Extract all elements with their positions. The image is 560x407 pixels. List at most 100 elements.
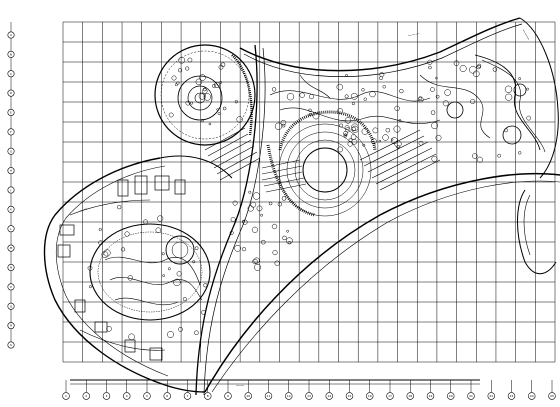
axis-bubble-label: G [10, 149, 13, 153]
axis-bubble-label: 19 [429, 394, 433, 398]
tree-symbol [124, 231, 130, 237]
axis-bubble [7, 244, 15, 252]
tree-symbol [161, 252, 165, 256]
tree-symbol [339, 123, 344, 128]
axis-bubble [507, 392, 516, 400]
axis-bubble [386, 392, 394, 400]
tree-symbol [379, 76, 383, 81]
axis-bubble [447, 392, 455, 400]
axis-bubble-label: 11 [267, 394, 271, 398]
tree-symbol [312, 112, 320, 120]
tree-symbol [459, 65, 467, 72]
axis-bubble [548, 392, 556, 400]
tree-symbol [286, 229, 289, 233]
tree-symbol [418, 140, 424, 146]
axis-bubble [204, 392, 212, 400]
tree-symbol [351, 138, 358, 145]
axis-bubble-label: N [10, 266, 12, 270]
axis-bubble-label: E [10, 111, 12, 115]
tree-symbol [176, 271, 182, 277]
tree-symbol [173, 278, 181, 287]
tree-symbol [337, 146, 344, 153]
tree-symbol [176, 81, 180, 85]
tree-symbol [200, 119, 204, 123]
axis-bubble-label: H [10, 169, 12, 173]
tree-symbol [351, 123, 359, 131]
tree-symbol [308, 94, 315, 100]
axis-bubble [7, 205, 15, 213]
site-outline [43, 17, 560, 396]
axis-bubble-label: 14 [327, 394, 331, 398]
tree-symbol [185, 100, 191, 106]
tree-symbol [281, 196, 287, 201]
tree-symbol [271, 223, 278, 230]
tree-symbol [260, 213, 264, 217]
tree-symbol [504, 85, 513, 93]
axis-bubble-label: M [10, 246, 13, 250]
tree-symbol [345, 74, 348, 77]
tree-symbol [199, 74, 206, 81]
tree-symbol [178, 327, 183, 332]
east-headland-edge [519, 17, 559, 179]
tree-symbol [219, 81, 223, 84]
axis-bubble [62, 392, 70, 400]
tree-symbol [190, 101, 194, 105]
tree-symbol [121, 247, 126, 252]
tree-symbol [201, 310, 206, 315]
tree-symbol [430, 110, 436, 115]
tree-symbol [382, 85, 386, 89]
axis-bubble-label: 5 [146, 394, 148, 398]
tree-symbol [390, 137, 398, 145]
tree-symbol [526, 87, 529, 91]
tree-symbol [182, 297, 187, 302]
axis-bubble-label: 21 [469, 394, 473, 398]
tree-symbol [348, 138, 353, 143]
axis-bubble [7, 89, 15, 97]
tree-symbol [194, 246, 199, 251]
axis-bubble-label: 20 [449, 394, 453, 398]
tree-symbol [497, 153, 502, 158]
tree-symbol [128, 333, 135, 341]
tree-symbol [399, 88, 404, 94]
tree-symbol [230, 217, 236, 222]
tree-symbol [336, 83, 344, 91]
tree-symbol [178, 56, 186, 64]
tree-symbol [369, 90, 376, 98]
tree-symbol [337, 108, 343, 114]
main-diagonal-road [195, 44, 258, 396]
axis-bubble-label: S [10, 343, 12, 347]
axis-bubble-label: C [10, 72, 12, 76]
axis-bubble [7, 225, 15, 233]
main-diagonal-road-edge [203, 47, 266, 396]
axis-bubble-label: 24 [530, 394, 534, 398]
tree-symbol [222, 106, 227, 111]
axis-bubble-label: 9 [227, 394, 229, 398]
axis-bubble [305, 392, 313, 400]
coordinate-grid [62, 21, 556, 363]
axis-bubble [7, 167, 15, 175]
tree-symbol [473, 70, 480, 78]
peninsula-north-road [159, 155, 233, 179]
tree-symbol [187, 57, 193, 63]
tree-symbol [167, 331, 174, 338]
tree-symbol [213, 81, 221, 89]
tree-symbol [431, 122, 439, 130]
tree-symbol [88, 285, 92, 289]
tree-symbol [350, 134, 357, 140]
axis-bubble-label: D [10, 91, 13, 95]
axis-bubble-label: J [10, 188, 12, 192]
tree-symbol [362, 143, 366, 147]
axis-bubble-label: P [10, 285, 12, 289]
tree-symbol [274, 260, 280, 266]
axis-bubble [7, 70, 15, 78]
drawing-notes: ——— —— ——— [79, 28, 532, 213]
tree-symbol [308, 108, 312, 112]
axis-bubble [7, 341, 15, 349]
tree-symbol [103, 249, 111, 257]
tree-symbol [344, 117, 352, 124]
axis-bubble [345, 392, 354, 400]
tree-symbol [518, 151, 522, 155]
axis-bubble [406, 392, 414, 400]
tree-symbol [469, 66, 477, 74]
tree-symbol [202, 88, 208, 94]
